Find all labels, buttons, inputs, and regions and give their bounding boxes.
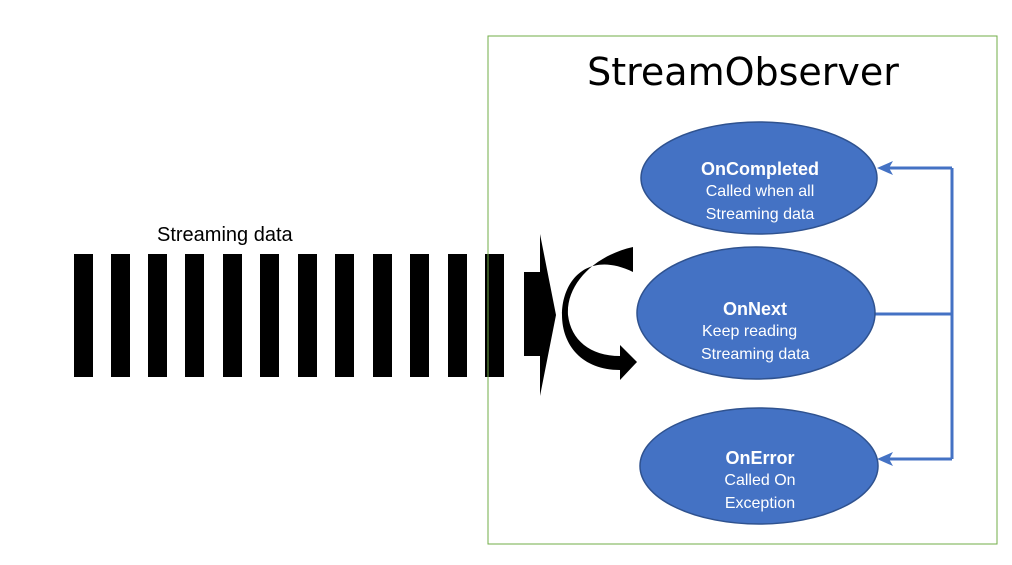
stream-stripe (410, 254, 429, 377)
onerror-text: OnError Called On Exception (665, 447, 855, 515)
arrow-to-oncompleted-icon (877, 161, 893, 175)
onerror-line1: Called On (724, 472, 796, 489)
streaming-data-label: Streaming data (157, 224, 293, 246)
oncompleted-line1: Called when all (705, 183, 815, 200)
onnext-text: OnNext Keep reading Streaming data (660, 298, 850, 366)
arrow-to-onerror-icon (877, 452, 893, 466)
stream-observer-title: StreamObserver (587, 50, 899, 94)
oncompleted-line2: Streaming data (705, 206, 815, 223)
stream-stripe (185, 254, 204, 377)
curved-arrow-icon (562, 247, 637, 380)
stream-stripe (223, 254, 242, 377)
onnext-line2: Streaming data (701, 346, 810, 363)
connector-lines (875, 166, 954, 461)
stream-observer-box (487, 35, 998, 545)
stream-stripe (485, 254, 504, 377)
stream-stripe (373, 254, 392, 377)
streaming-data-stripes (74, 254, 504, 377)
onnext-node (636, 246, 876, 380)
stream-stripe (448, 254, 467, 377)
stream-stripe (74, 254, 93, 377)
onnext-line1: Keep reading (702, 323, 798, 340)
oncompleted-title: OnCompleted (700, 159, 819, 179)
stream-stripe (148, 254, 167, 377)
onnext-title: OnNext (722, 299, 787, 319)
stream-stripe (298, 254, 317, 377)
stream-stripe (335, 254, 354, 377)
oncompleted-text: OnCompleted Called when all Streaming da… (660, 158, 860, 226)
stream-arrow-icon (524, 234, 556, 396)
onerror-line2: Exception (724, 495, 796, 512)
stream-stripe (111, 254, 130, 377)
stream-stripe (260, 254, 279, 377)
onerror-title: OnError (725, 448, 795, 468)
onerror-node (639, 407, 879, 525)
oncompleted-node (640, 121, 878, 235)
